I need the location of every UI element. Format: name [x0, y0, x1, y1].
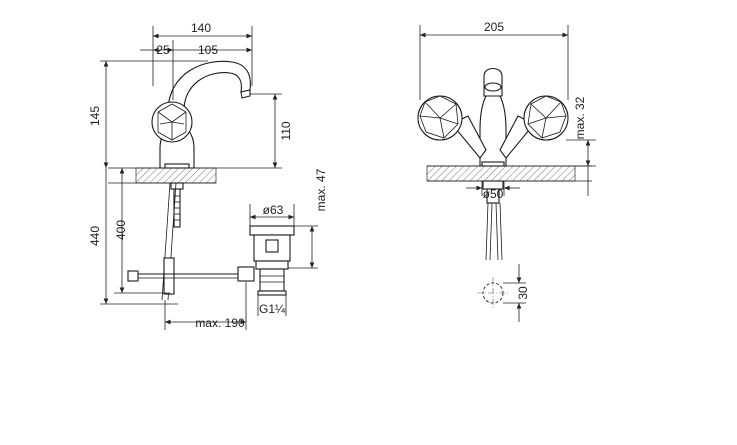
front-shank: [486, 188, 500, 204]
side-dim-spout-height: [216, 93, 282, 169]
front-right-handle-knob: [523, 95, 569, 141]
side-dim-waste-height: [288, 225, 318, 269]
side-dim-width: [140, 26, 253, 100]
front-dim-hole-diameter-label: ø50: [483, 187, 504, 201]
front-dim-max-height: [566, 139, 596, 196]
side-dim-rod-reach-label: max. 190: [195, 316, 245, 330]
side-aerator: [240, 89, 251, 99]
side-waste-fitting: [237, 225, 295, 296]
side-handle-knob: [151, 101, 193, 143]
side-dim-thread-label: G1¼: [259, 302, 286, 316]
side-nut: [170, 182, 184, 190]
side-dim-rod-depth-label: 400: [114, 220, 128, 240]
side-dim-waste-diameter: [249, 204, 295, 226]
front-dim-hole-diameter: [466, 181, 520, 196]
side-dim-waste-diameter-label: ø63: [263, 203, 284, 217]
side-pull-rod-joint: [163, 257, 175, 295]
front-supply-hoses: [485, 202, 503, 261]
side-dim-total-depth-label: 440: [88, 226, 102, 246]
front-aerator: [484, 82, 502, 92]
side-dim-height-label: 145: [88, 106, 102, 126]
side-dim-height: [100, 60, 208, 168]
side-view: 140 25 105 145 110 440 400: [88, 21, 328, 330]
front-countertop: [426, 165, 576, 182]
side-dim-rod-reach: [164, 282, 247, 330]
front-dim-width: [419, 25, 569, 100]
front-dim-max-height-label: max. 32: [573, 96, 587, 139]
side-dim-spout-height-label: 110: [279, 121, 293, 140]
side-dim-offset-label: 25: [156, 43, 170, 57]
side-dim-total-width-label: 140: [191, 21, 211, 35]
side-countertop: [135, 167, 217, 184]
side-base-ring: [164, 163, 190, 169]
front-dim-width-label: 205: [484, 20, 504, 34]
side-dim-reach-label: 105: [198, 43, 218, 57]
side-rod-knob: [127, 270, 139, 282]
front-spout: [483, 67, 503, 97]
front-base-ring: [481, 161, 505, 167]
side-dim-waste-height-label: max. 47: [314, 168, 328, 211]
front-left-handle-knob: [417, 95, 463, 141]
front-dim-hole-offset: [503, 264, 526, 322]
front-view: 205 max. 32 ø50 30: [417, 20, 596, 322]
front-dim-hole-offset-label: 30: [516, 286, 530, 300]
front-body: [479, 95, 507, 167]
